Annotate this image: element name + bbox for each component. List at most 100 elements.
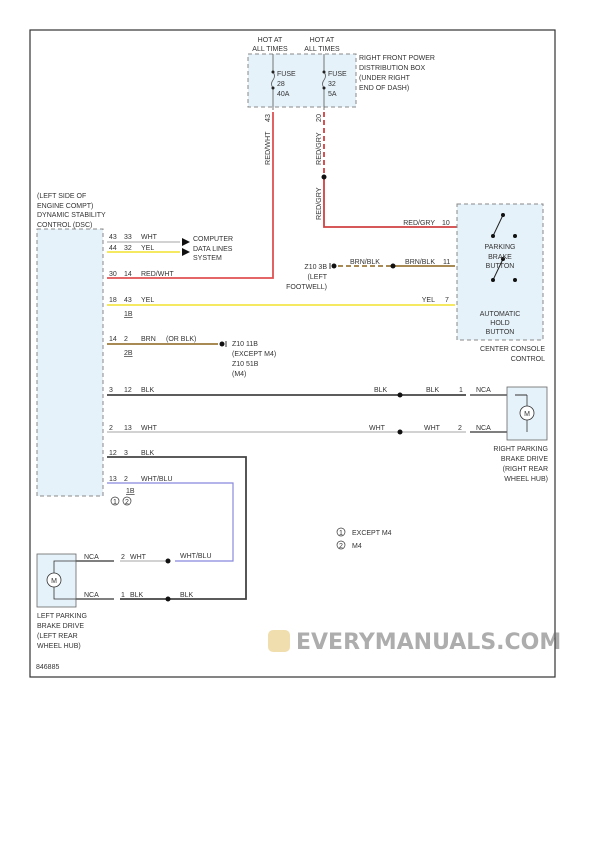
wire-label: YEL bbox=[422, 297, 435, 304]
svg-text:EXCEPT M4: EXCEPT M4 bbox=[352, 530, 392, 537]
svg-text:BRAKE DRIVE: BRAKE DRIVE bbox=[37, 623, 84, 630]
svg-text:44: 44 bbox=[109, 245, 117, 252]
svg-text:WHEEL HUB): WHEEL HUB) bbox=[504, 476, 548, 483]
svg-text:RIGHT PARKING: RIGHT PARKING bbox=[493, 446, 548, 453]
svg-text:BUTTON: BUTTON bbox=[486, 329, 515, 336]
hot-label: HOT AT bbox=[310, 37, 335, 44]
svg-text:M4: M4 bbox=[352, 543, 362, 550]
diagram-id: 846885 bbox=[36, 664, 59, 671]
watermark: EVERYMANUALS.COM bbox=[268, 630, 561, 655]
fuse-number: 32 bbox=[328, 81, 336, 88]
svg-text:FOOTWELL): FOOTWELL) bbox=[286, 284, 327, 291]
svg-text:WHEEL HUB): WHEEL HUB) bbox=[37, 643, 81, 650]
hot-label: HOT AT bbox=[258, 37, 283, 44]
pin-number: 43 bbox=[263, 114, 272, 122]
svg-text:1B: 1B bbox=[124, 311, 133, 318]
wire-label: WHT bbox=[369, 425, 386, 432]
box-label: END OF DASH) bbox=[359, 85, 409, 92]
wire-label: WHT bbox=[424, 425, 441, 432]
pin-number: 2 bbox=[458, 425, 462, 432]
box-label: DISTRIBUTION BOX bbox=[359, 65, 425, 72]
svg-text:M: M bbox=[524, 411, 530, 418]
center-console-control: PARKING BRAKE BUTTON AUTOMATIC HOLD BUTT… bbox=[456, 203, 545, 363]
wire-label: RED/GRY bbox=[314, 132, 323, 165]
data-lines-label: SYSTEM bbox=[193, 255, 222, 262]
fuse-label: FUSE bbox=[328, 71, 347, 78]
svg-text:CONTROL: CONTROL bbox=[511, 356, 545, 363]
wire-label: NCA bbox=[84, 592, 99, 599]
svg-text:18: 18 bbox=[109, 297, 117, 304]
wire-label: NCA bbox=[84, 554, 99, 561]
svg-text:(RIGHT REAR: (RIGHT REAR bbox=[503, 466, 548, 473]
svg-text:Z10 11B: Z10 11B bbox=[232, 341, 258, 348]
svg-text:(LEFT SIDE OF: (LEFT SIDE OF bbox=[37, 193, 86, 200]
svg-text:BLK: BLK bbox=[141, 387, 155, 394]
svg-text:13: 13 bbox=[109, 476, 117, 483]
switch-icon bbox=[492, 214, 504, 281]
dsc-module: (LEFT SIDE OF ENGINE COMPT) DYNAMIC STAB… bbox=[36, 193, 106, 497]
pin-number: 1 bbox=[121, 592, 125, 599]
box-label: (UNDER RIGHT bbox=[359, 75, 411, 82]
svg-text:2: 2 bbox=[124, 476, 128, 483]
svg-text:CENTER CONSOLE: CENTER CONSOLE bbox=[480, 346, 545, 353]
wires bbox=[76, 112, 515, 600]
svg-text:Z10 51B: Z10 51B bbox=[232, 361, 259, 368]
svg-text:WHT: WHT bbox=[141, 234, 158, 241]
svg-text:13: 13 bbox=[124, 425, 132, 432]
power-distribution-box: HOT AT ALL TIMES HOT AT ALL TIMES FUSE 2… bbox=[247, 37, 435, 110]
wire-label: BLK bbox=[374, 387, 388, 394]
wire-label: WHT bbox=[130, 554, 147, 561]
ground-icon bbox=[219, 341, 227, 347]
fuse-number: 28 bbox=[277, 81, 285, 88]
svg-text:WHT: WHT bbox=[141, 425, 158, 432]
data-lines-label: COMPUTER bbox=[193, 236, 233, 243]
svg-text:12: 12 bbox=[109, 450, 117, 457]
svg-text:ENGINE COMPT): ENGINE COMPT) bbox=[37, 203, 93, 210]
svg-text:12: 12 bbox=[124, 387, 132, 394]
wire-label: BLK bbox=[130, 592, 144, 599]
svg-text:2B: 2B bbox=[124, 350, 133, 357]
wire-label: BLK bbox=[426, 387, 440, 394]
svg-text:30: 30 bbox=[109, 271, 117, 278]
fuse-icon bbox=[271, 54, 326, 110]
wire-label: BRN/BLK bbox=[350, 259, 380, 266]
svg-text:BRAKE: BRAKE bbox=[488, 254, 512, 261]
wire-label: RED/WHT bbox=[263, 131, 272, 165]
svg-text:43: 43 bbox=[109, 234, 117, 241]
svg-text:3: 3 bbox=[124, 450, 128, 457]
svg-text:43: 43 bbox=[124, 297, 132, 304]
svg-text:LEFT PARKING: LEFT PARKING bbox=[37, 613, 87, 620]
svg-text:2: 2 bbox=[125, 499, 129, 506]
legend: 1 EXCEPT M4 2 M4 bbox=[336, 527, 392, 550]
wire-label: NCA bbox=[476, 425, 491, 432]
svg-text:PARKING: PARKING bbox=[485, 244, 516, 251]
svg-text:2: 2 bbox=[124, 336, 128, 343]
data-lines-label: DATA LINES bbox=[193, 246, 233, 253]
pin-number: 2 bbox=[121, 554, 125, 561]
svg-text:AUTOMATIC: AUTOMATIC bbox=[480, 311, 521, 318]
svg-text:DYNAMIC STABILITY: DYNAMIC STABILITY bbox=[37, 212, 106, 219]
svg-text:3: 3 bbox=[109, 387, 113, 394]
wire-label: RED/GRY bbox=[403, 220, 435, 227]
svg-text:BRN: BRN bbox=[141, 336, 156, 343]
svg-text:M: M bbox=[51, 578, 57, 585]
svg-text:HOLD: HOLD bbox=[490, 320, 509, 327]
svg-text:(LEFT: (LEFT bbox=[308, 274, 328, 281]
svg-text:14: 14 bbox=[124, 271, 132, 278]
fuse-rating: 5A bbox=[328, 91, 337, 98]
svg-text:Z10 3B: Z10 3B bbox=[304, 264, 327, 271]
hot-label: ALL TIMES bbox=[252, 46, 288, 53]
svg-text:YEL: YEL bbox=[141, 245, 154, 252]
pin-number: 20 bbox=[314, 114, 323, 122]
ground-z10-3b-label: Z10 3B (LEFT FOOTWELL) bbox=[286, 264, 328, 291]
ground-z10-11b-label: Z10 11B (EXCEPT M4) Z10 51B (M4) bbox=[232, 341, 276, 378]
pin-number: 11 bbox=[443, 259, 450, 266]
svg-text:2: 2 bbox=[339, 543, 343, 550]
svg-text:(M4): (M4) bbox=[232, 371, 246, 378]
svg-text:YEL: YEL bbox=[141, 297, 154, 304]
svg-text:(OR BLK): (OR BLK) bbox=[166, 336, 196, 343]
fuse-label: FUSE bbox=[277, 71, 296, 78]
hot-label: ALL TIMES bbox=[304, 46, 340, 53]
